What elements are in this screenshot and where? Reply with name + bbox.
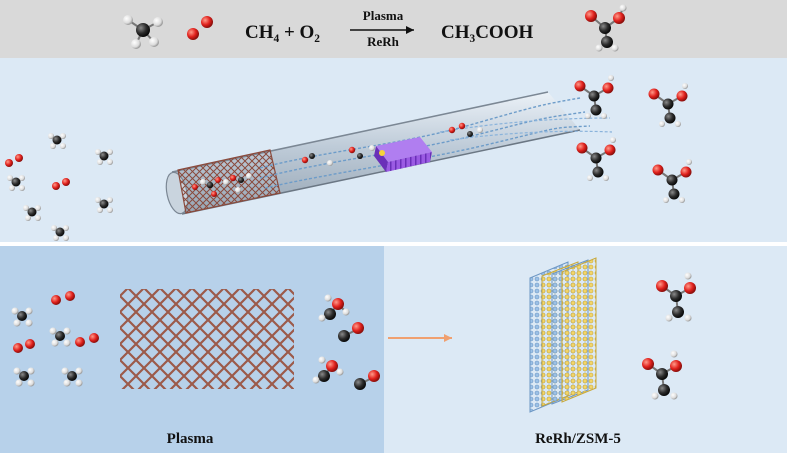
catalyst-bed — [374, 137, 432, 172]
plasma-mesh-electrode — [120, 289, 294, 389]
feed-gas-molecules — [5, 133, 113, 241]
product-formula: CH₃COOH — [441, 22, 533, 43]
acetic-acid-product-molecules — [642, 272, 696, 400]
arrow-condition-top: Plasma — [363, 8, 404, 23]
plasma-reactant-molecules — [11, 291, 99, 387]
product-molecules-top — [574, 75, 692, 203]
zeolite-catalyst-layers — [529, 257, 597, 413]
oxygen-molecule-icon — [187, 16, 213, 40]
methane-molecule-icon — [123, 15, 163, 49]
reactants-formula: CH₄ + O₂ — [245, 22, 320, 43]
arrow-condition-bottom: ReRh — [367, 34, 400, 49]
acetic-acid-icon — [585, 4, 627, 52]
plasma-reactor-tube — [165, 91, 613, 215]
plasma-label: Plasma — [167, 431, 214, 447]
plasma-intermediate-species — [312, 294, 380, 390]
header-band — [0, 0, 787, 58]
mesh-electrode — [177, 149, 281, 214]
catalyst-label: ReRh/ZSM-5 — [535, 431, 621, 447]
